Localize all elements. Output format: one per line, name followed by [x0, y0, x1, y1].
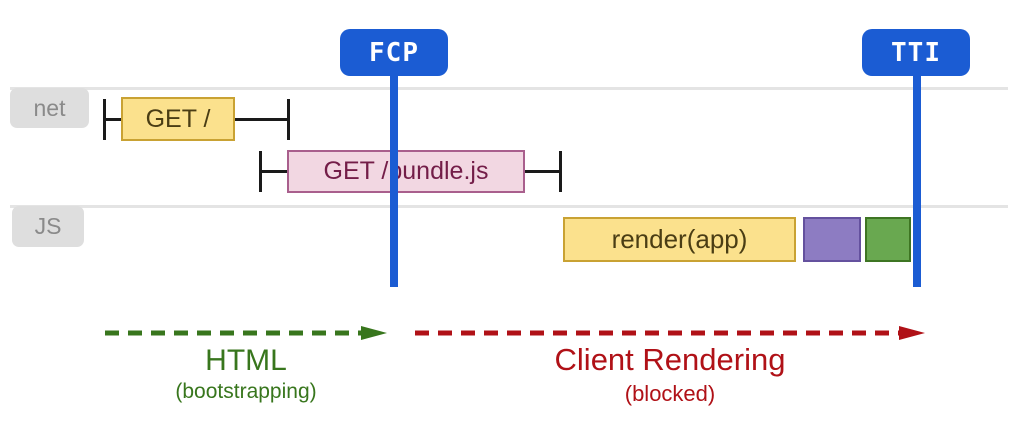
html-phase-label: HTML — [205, 344, 287, 377]
get-root-end-tick — [287, 99, 290, 140]
get-root-start-tick — [103, 99, 106, 140]
get-root-request-box: GET / — [121, 97, 235, 141]
client-rendering-phase-arrow — [415, 326, 925, 340]
html-phase-arrow — [105, 326, 387, 340]
tti-marker-line — [913, 74, 921, 287]
js-task-green-box — [865, 217, 911, 262]
get-bundle-end-tick — [559, 151, 562, 192]
fcp-marker-line — [390, 74, 398, 287]
render-app-task-box: render(app) — [563, 217, 796, 262]
js-track-line — [10, 205, 1008, 208]
get-bundle-start-tick — [259, 151, 262, 192]
client-rendering-phase-sublabel: (blocked) — [624, 381, 716, 406]
client-rendering-phase-label: Client Rendering — [554, 342, 786, 377]
fcp-badge: FCP — [340, 29, 448, 76]
js-task-purple-box — [803, 217, 861, 262]
js-track-label: JS — [12, 206, 84, 247]
net-track-line — [10, 87, 1008, 90]
get-bundle-request-box: GET /bundle.js — [287, 150, 525, 193]
tti-badge: TTI — [862, 29, 970, 76]
html-phase-sublabel: (bootstrapping) — [175, 380, 317, 403]
net-track-label: net — [10, 88, 89, 128]
